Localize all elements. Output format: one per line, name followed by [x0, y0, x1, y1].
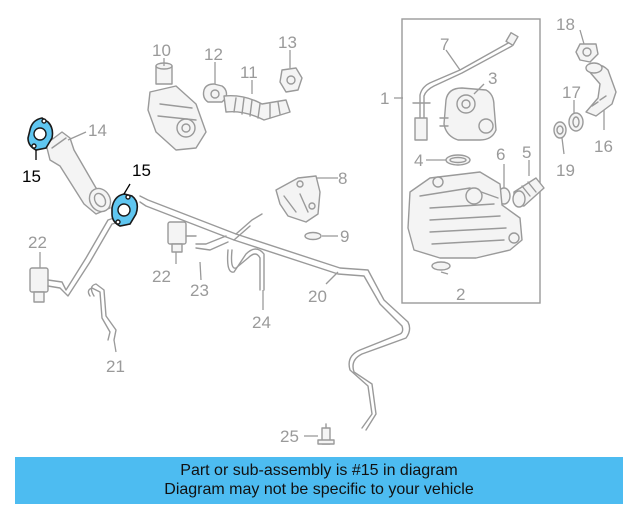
- callout-19: 19: [556, 161, 575, 180]
- callout-9: 9: [340, 227, 349, 246]
- part-11-flex-pipe: [223, 94, 291, 121]
- callout-22-right: 22: [152, 267, 171, 286]
- part-13-gasket: [279, 67, 303, 93]
- part-22-solenoid-left: [29, 213, 129, 303]
- callout-23: 23: [190, 281, 209, 300]
- callout-5: 5: [522, 143, 531, 162]
- part-18-gasket: [575, 43, 599, 63]
- callout-17: 17: [562, 83, 581, 102]
- assembly-box: [401, 18, 541, 304]
- callout-4: 4: [414, 151, 423, 170]
- callout-14: 14: [88, 121, 107, 140]
- callout-11: 11: [240, 63, 258, 82]
- part-9-oring: [304, 231, 322, 241]
- part-8-bracket: [275, 175, 321, 223]
- callout-12: 12: [204, 45, 223, 64]
- callout-10: 10: [152, 41, 171, 60]
- callout-21: 21: [106, 357, 125, 376]
- banner-line-2: Diagram may not be specific to your vehi…: [164, 481, 474, 498]
- callout-8: 8: [338, 169, 347, 188]
- callout-13: 13: [278, 33, 297, 52]
- part-1-housing: [407, 171, 523, 259]
- callout-25: 25: [280, 427, 299, 446]
- part-14-egr-pipe: [45, 131, 112, 215]
- part-22-solenoid-right: [167, 221, 197, 253]
- callout-18: 18: [556, 15, 575, 34]
- part-15-gasket-left: [27, 117, 54, 151]
- callout-3: 3: [488, 69, 497, 88]
- part-20-hose: [139, 195, 411, 431]
- part-17-ring: [568, 112, 584, 132]
- callout-20: 20: [308, 287, 327, 306]
- info-banner: Part or sub-assembly is #15 in diagram D…: [15, 457, 623, 504]
- banner-line-1: Part or sub-assembly is #15 in diagram: [180, 462, 458, 479]
- callout-1: 1: [380, 89, 389, 108]
- part-5-connector: [512, 177, 545, 208]
- part-24-hose: [226, 248, 265, 291]
- part-16-pipe: [585, 62, 617, 117]
- callout-15-right: 15: [132, 161, 151, 180]
- part-19-seal: [553, 121, 567, 139]
- callout-15-left: 15: [22, 167, 41, 186]
- callout-16: 16: [594, 137, 613, 156]
- part-25-fitting: [317, 423, 335, 445]
- callout-24: 24: [252, 313, 271, 332]
- callout-2: 2: [456, 285, 465, 304]
- part-12-gasket: [202, 83, 228, 103]
- part-23-hose: [195, 235, 229, 251]
- part-7-sensor-wire: [412, 31, 519, 141]
- callout-6: 6: [496, 145, 505, 164]
- part-3-valve: [439, 87, 497, 141]
- callout-22-left: 22: [28, 233, 47, 252]
- callout-7: 7: [440, 35, 449, 54]
- part-10-egr-valve: [147, 62, 207, 151]
- part-2-gasket: [431, 261, 451, 271]
- part-21-hose: [87, 283, 117, 341]
- part-15-gasket-right: [111, 193, 139, 227]
